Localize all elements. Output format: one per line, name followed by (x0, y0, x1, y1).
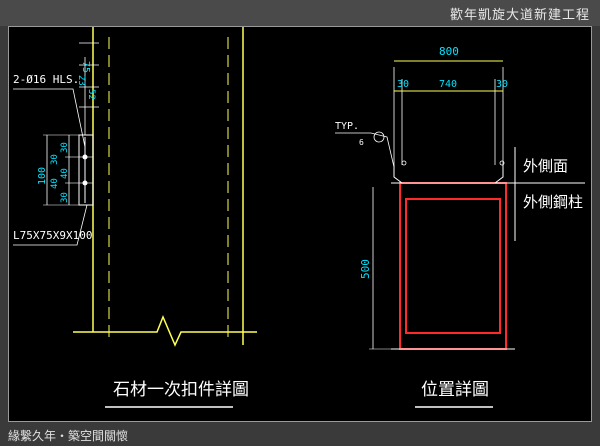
right-title: 位置詳圖 (421, 380, 489, 400)
typ-label: TYP. (335, 121, 359, 132)
dim-52: 52 (86, 89, 96, 100)
steel-column-inner (405, 198, 501, 334)
dim-740: 740 (439, 79, 457, 90)
weld-size: 6 (359, 138, 364, 147)
bolt-leader (13, 88, 86, 148)
dim-30-bottom: 30 (60, 192, 70, 203)
steel-column-outer (399, 182, 507, 350)
title-bar: 歡年凱旋大道新建工程 (0, 0, 600, 26)
dim-23: 23 (76, 75, 86, 86)
dim-75: 75 (80, 61, 91, 73)
bracket-right (494, 165, 504, 184)
drawing-svg: 75 23 52 100 30 40 30 30 40 2-Ø16 HL (13, 27, 585, 408)
dim-30-top: 30 (60, 142, 70, 153)
dim-500: 500 (359, 259, 372, 279)
cad-canvas: 75 23 52 100 30 40 30 30 40 2-Ø16 HL (8, 26, 592, 422)
dim-30-right: 30 (496, 79, 508, 90)
footer-bar: 緣繫久年・築空間關懷 (0, 424, 600, 446)
dim-800: 800 (439, 45, 459, 58)
angle-leader (13, 204, 88, 246)
dim-100: 100 (37, 167, 48, 185)
label-outer-column: 外側鋼柱 (523, 193, 583, 211)
dim-40-left: 40 (50, 178, 60, 189)
bolt-label: 2-Ø16 HLS. (13, 73, 79, 86)
dim-40: 40 (60, 168, 70, 179)
break-line (73, 315, 257, 347)
project-title: 歡年凱旋大道新建工程 (449, 8, 590, 23)
dim-30-left: 30 (397, 79, 409, 90)
left-title: 石材一次扣件詳圖 (113, 380, 249, 400)
dim-30-left: 30 (50, 154, 60, 165)
angle-label: L75X75X9X100 (13, 229, 92, 242)
label-outer-face: 外側面 (523, 157, 568, 175)
right-detail: 800 30 740 30 500 TYP. 6 外側面 外側鋼柱 (335, 45, 585, 408)
footer-caption: 緣繫久年・築空間關懷 (8, 429, 129, 443)
weld-leader (335, 132, 395, 168)
bracket-left (393, 165, 403, 184)
left-detail: 75 23 52 100 30 40 30 30 40 2-Ø16 HL (13, 27, 257, 408)
angle-plate (78, 134, 94, 206)
